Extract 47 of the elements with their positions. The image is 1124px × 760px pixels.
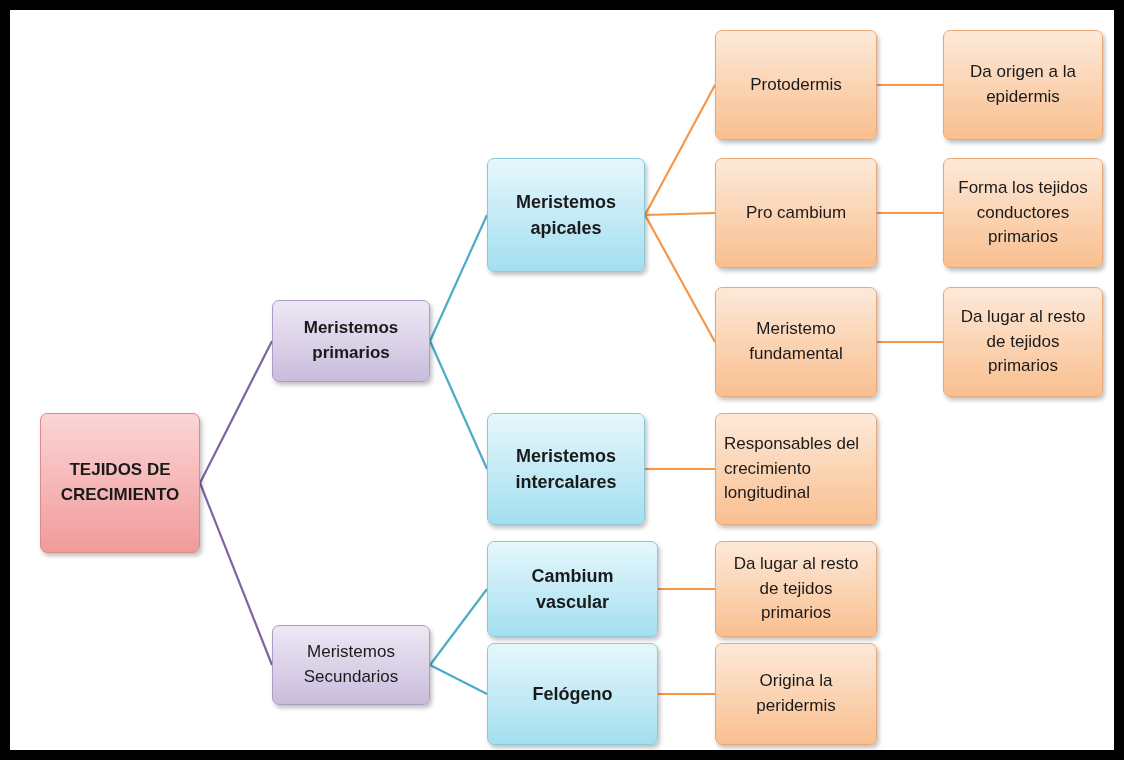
connector-line xyxy=(658,692,715,696)
box-text: Meristemo fundamental xyxy=(748,318,844,365)
connector-line xyxy=(644,84,716,216)
concept-box xyxy=(715,158,877,268)
box-text: Meristemos intercalares xyxy=(514,444,618,494)
box-text: Meristemos Secundarios xyxy=(302,641,400,688)
concept-box xyxy=(715,413,877,525)
concept-box xyxy=(487,541,658,637)
concept-box xyxy=(715,287,877,397)
concept-box xyxy=(272,300,430,382)
box-text: Meristemos primarios xyxy=(302,317,400,364)
concept-box xyxy=(715,643,877,745)
box-text: Meristemos apicales xyxy=(514,190,617,240)
connector-line xyxy=(429,588,488,666)
box-text: Pro cambium xyxy=(745,201,847,224)
connector-line xyxy=(644,211,716,217)
concept-box xyxy=(943,158,1103,268)
concept-box xyxy=(487,413,645,525)
connector-line xyxy=(199,340,273,484)
box-text: Da origen a la epidermis xyxy=(969,61,1077,108)
box-text: Origina la peridermis xyxy=(755,670,837,717)
connector-line xyxy=(429,664,488,695)
concept-box xyxy=(715,30,877,140)
box-text: Forma los tejidos conductores primarios xyxy=(957,177,1089,249)
connector-line xyxy=(198,482,274,666)
concept-box xyxy=(943,287,1103,397)
box-text: Cambium vascular xyxy=(530,564,615,614)
concept-box xyxy=(943,30,1103,140)
box-text: Responsables del crecimiento longitudinal xyxy=(724,433,861,505)
connector-line xyxy=(658,587,715,591)
connector-line xyxy=(877,211,943,215)
box-text: Da lugar al resto de tejidos primarios xyxy=(732,553,860,625)
concept-box xyxy=(487,158,645,272)
concept-box xyxy=(715,541,877,637)
box-text: TEJIDOS DE CRECIMIENTO xyxy=(59,459,181,506)
connector-line xyxy=(429,214,488,342)
concept-box xyxy=(272,625,430,705)
connector-line xyxy=(429,340,488,470)
connector-line xyxy=(877,340,943,344)
concept-box xyxy=(487,643,658,745)
concept-box xyxy=(40,413,200,553)
box-text: Protodermis xyxy=(750,73,842,96)
connector-line xyxy=(645,467,715,471)
connector-line xyxy=(644,214,716,343)
box-text: Felógeno xyxy=(532,682,613,706)
connector-line xyxy=(877,83,943,87)
box-text: Da lugar al resto de tejidos primarios xyxy=(959,306,1087,378)
